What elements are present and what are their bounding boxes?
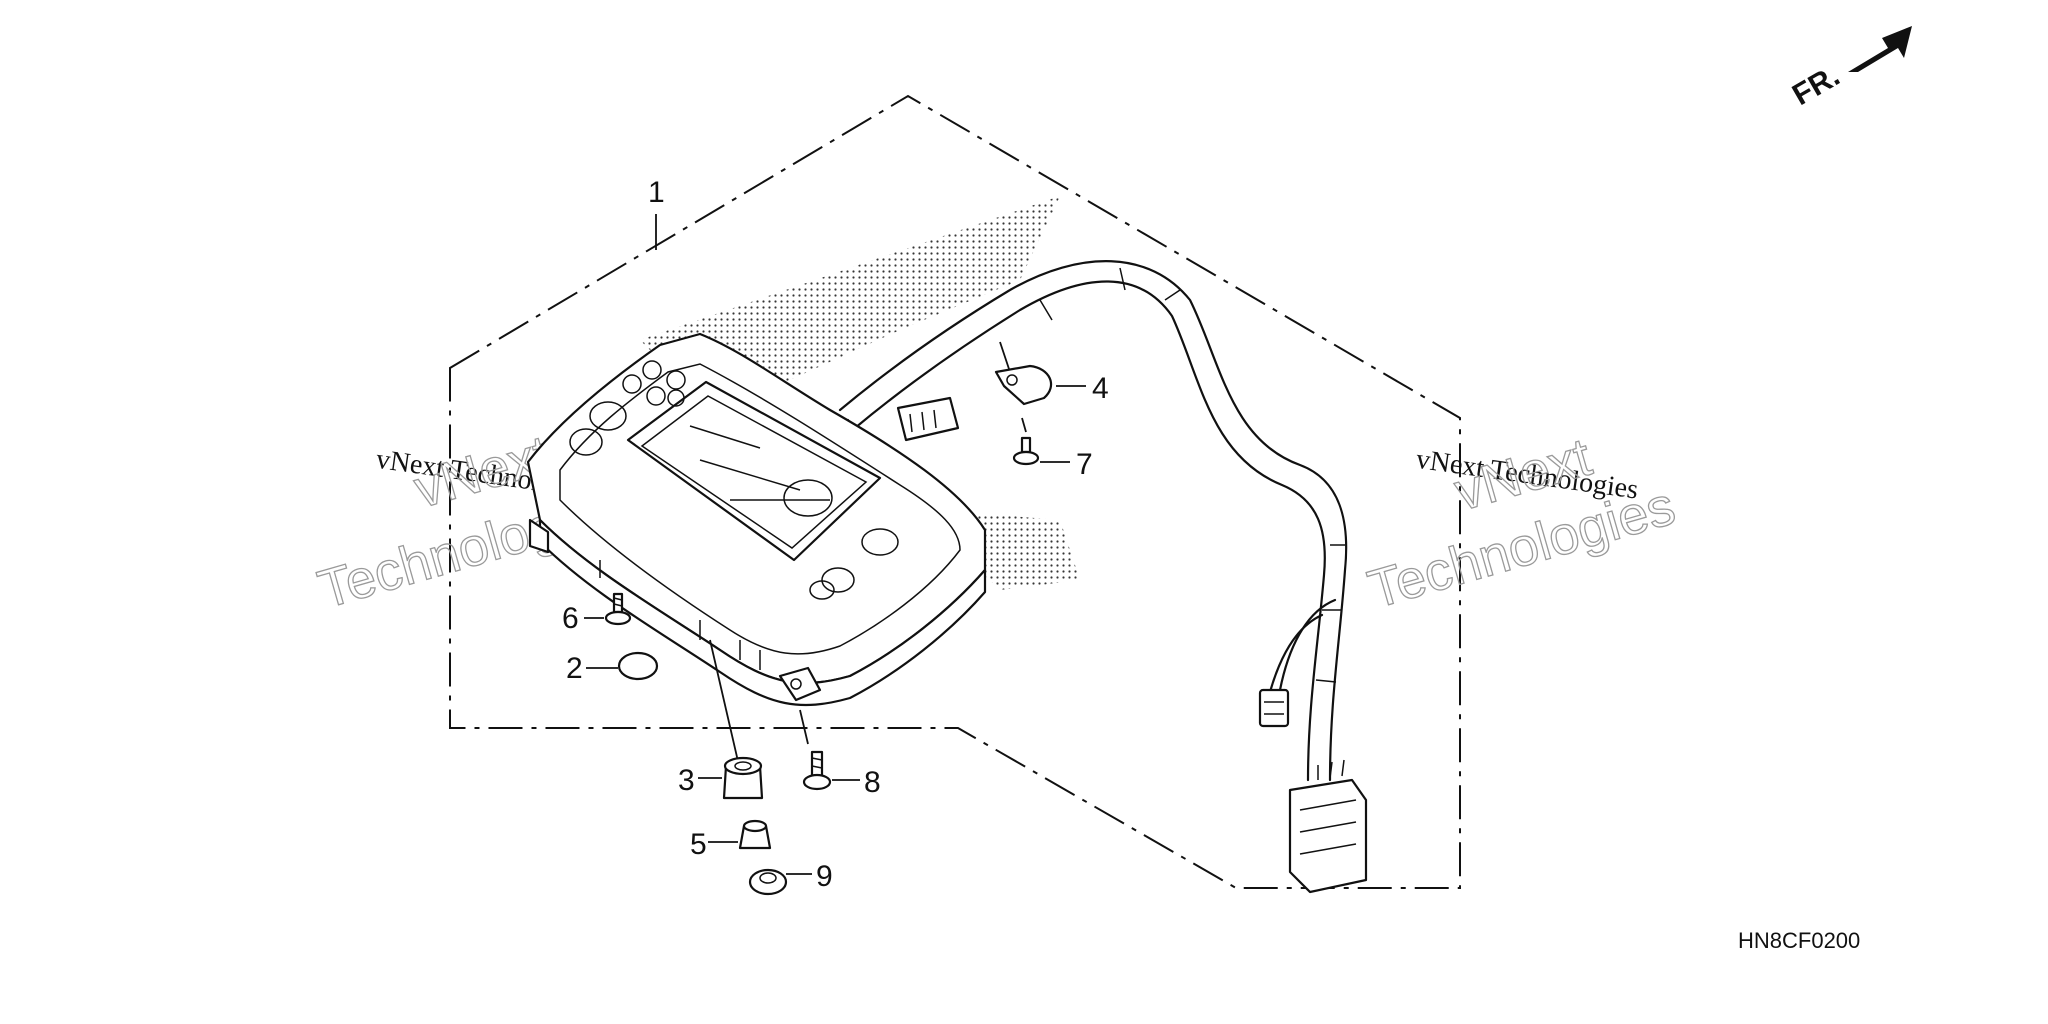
callout-3: 3: [678, 764, 695, 797]
branch-connector: [1258, 688, 1290, 728]
callout-7: 7: [1076, 448, 1093, 481]
instrument-cluster: [526, 332, 987, 707]
stipple-shadow: [640, 196, 1060, 400]
part-6-screw: [584, 592, 632, 626]
callout-8: 8: [864, 766, 881, 799]
callout-6: 6: [562, 602, 579, 635]
harness-main-connector: [1288, 759, 1368, 894]
watermark-right-outline: vNext Technologies: [1361, 426, 1682, 621]
diagram-code: HN8CF0200: [1738, 928, 1860, 953]
part-5-collar: [708, 819, 772, 850]
part-2-cap: [586, 651, 659, 681]
callout-5: 5: [690, 828, 707, 861]
callout-4: 4: [1092, 372, 1109, 405]
wire-harness: [818, 260, 1348, 782]
front-direction-arrow-icon: [1848, 26, 1912, 72]
part-7-screw: [1012, 417, 1070, 466]
front-direction-marker: FR.: [1787, 26, 1912, 112]
callout-1: 1: [648, 176, 665, 209]
assembly-boundary: [449, 94, 1461, 889]
cluster-coupler: [896, 396, 960, 442]
front-direction-label: FR.: [1787, 59, 1845, 112]
part-4-clamp: [994, 341, 1086, 406]
stipple-shadow-lower: [960, 512, 1080, 590]
callout-9: 9: [816, 860, 833, 893]
part-3-grommet: [698, 639, 764, 800]
callout-2: 2: [566, 652, 583, 685]
part-8-screw: [799, 709, 860, 791]
part-9-nut: [748, 868, 812, 896]
